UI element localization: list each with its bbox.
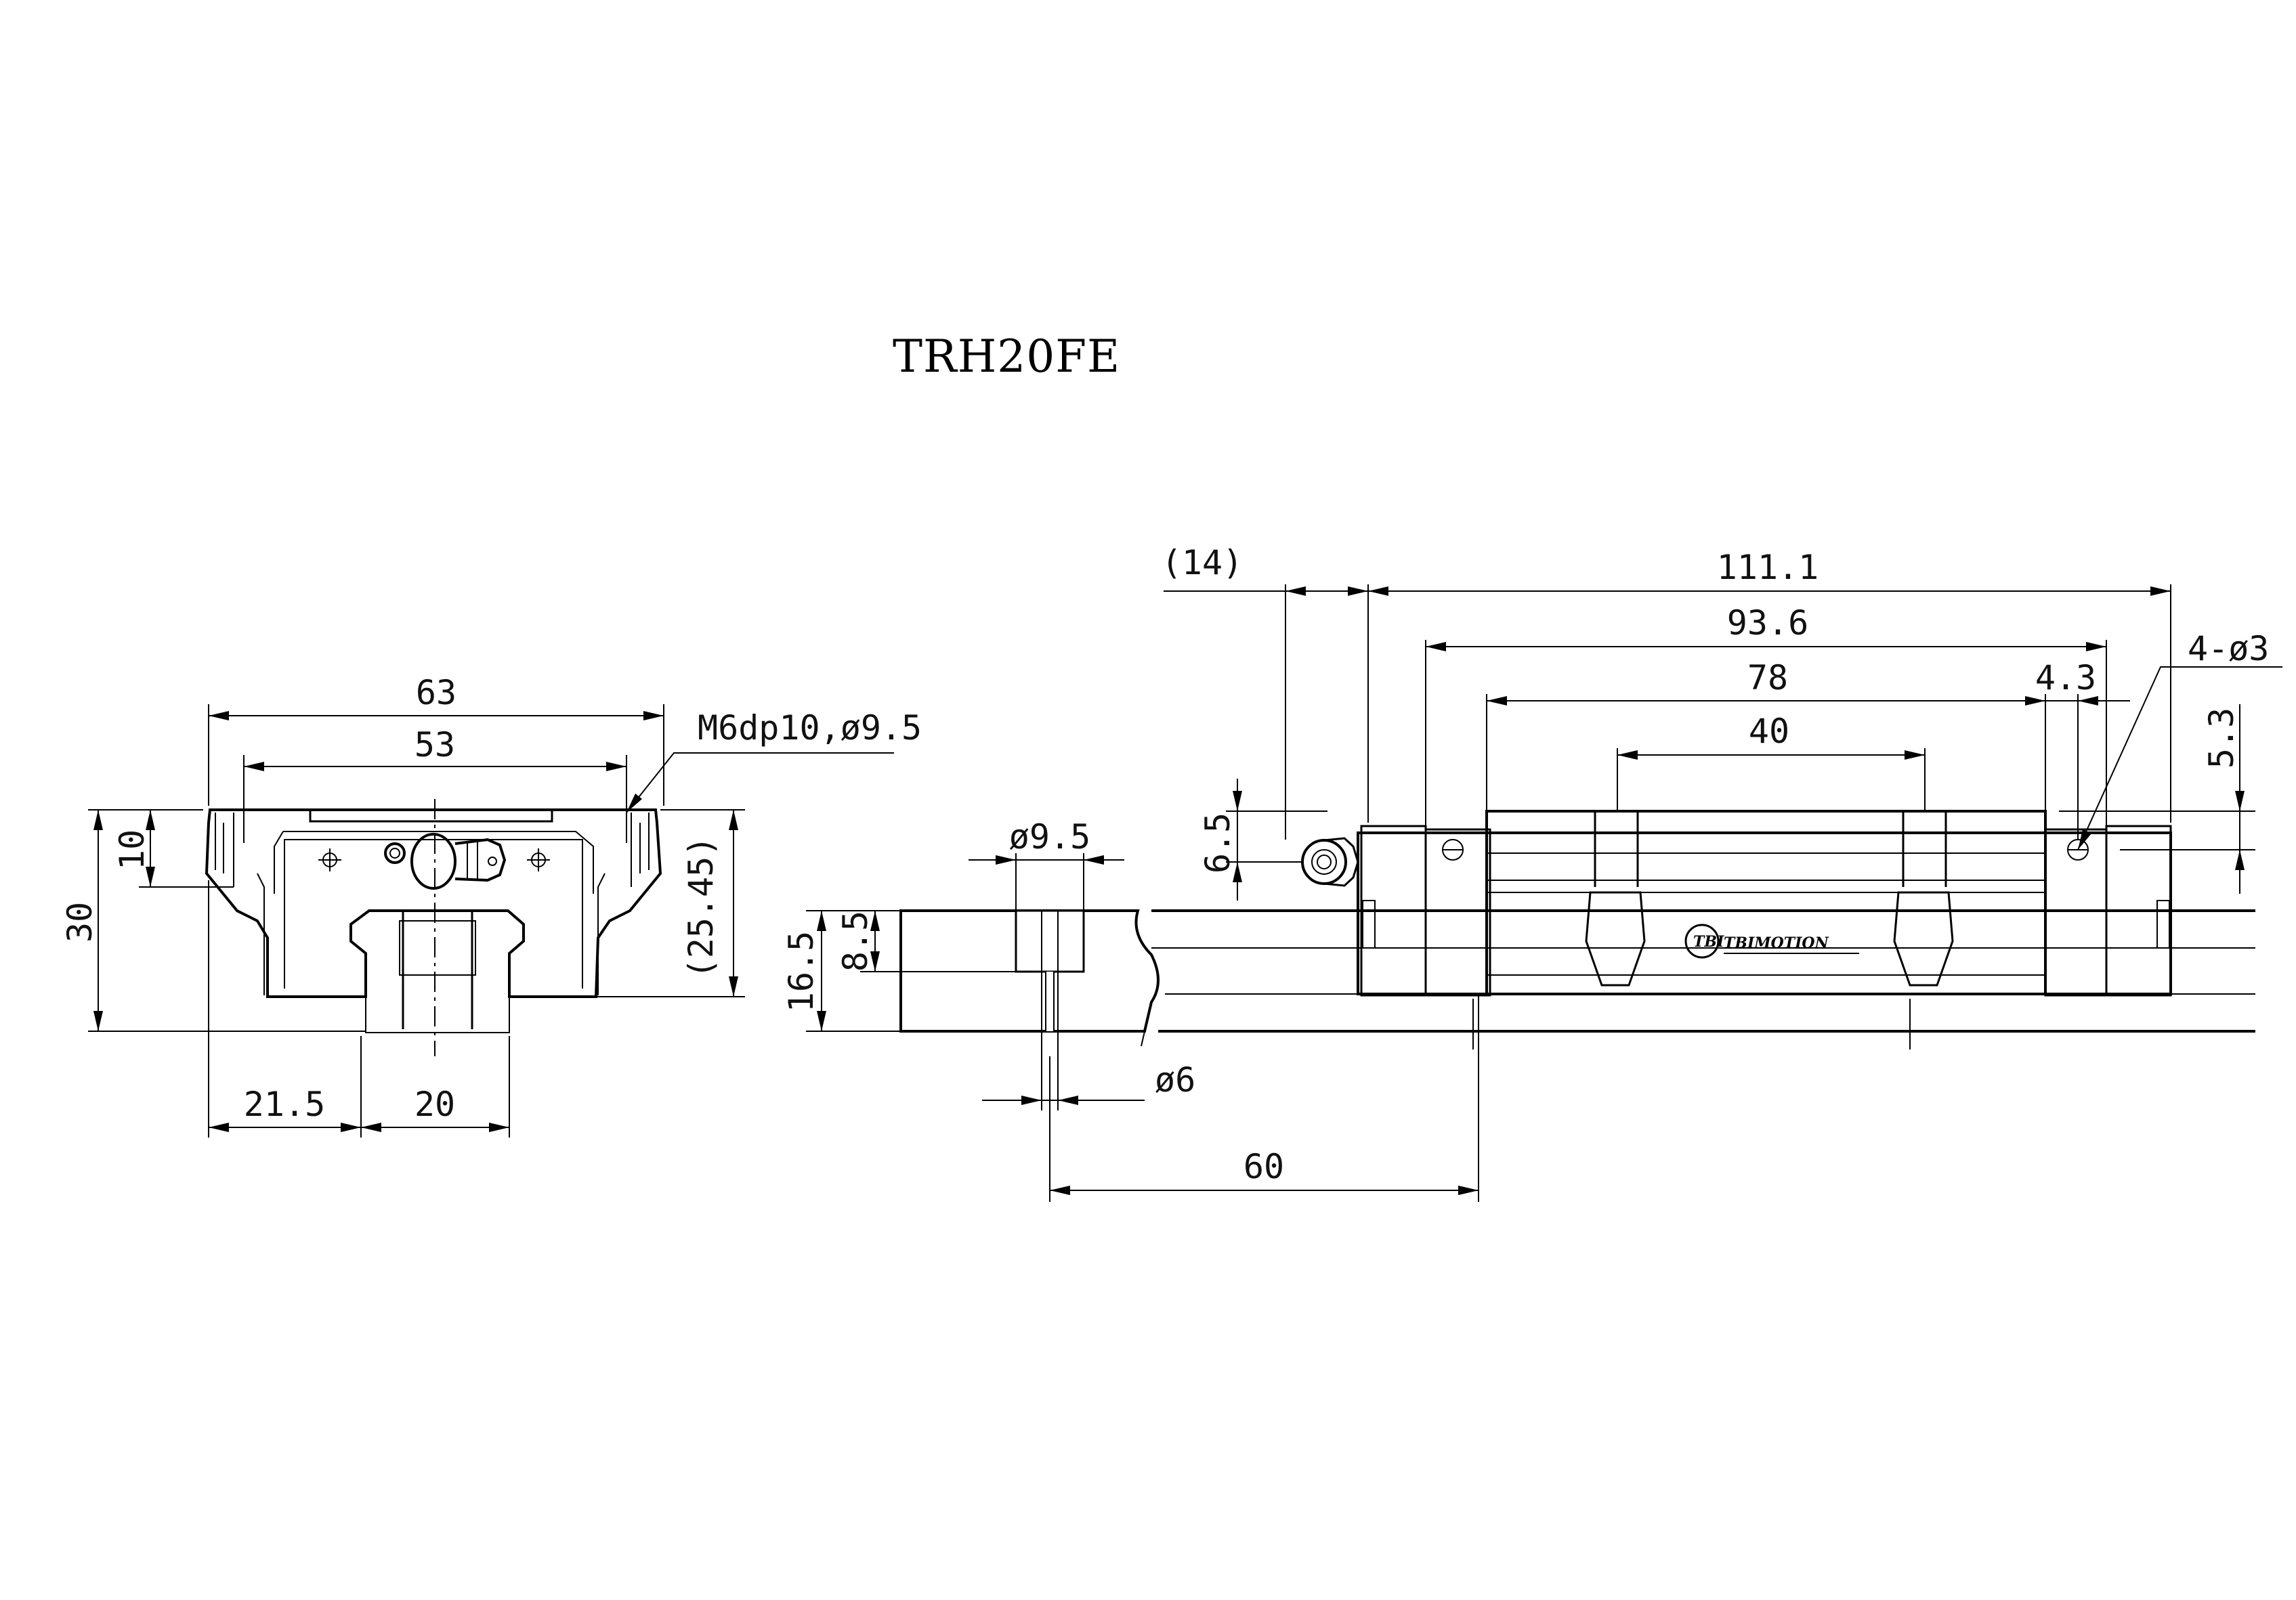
dim-width-mount: 53 bbox=[243, 725, 627, 843]
dim-length-steel: 78 bbox=[1486, 658, 2046, 811]
dim-25-45-label: (25.45) bbox=[681, 836, 721, 979]
dim-rail-width: 20 bbox=[361, 1036, 510, 1138]
svg-text:TBIMOTION: TBIMOTION bbox=[1724, 934, 1829, 952]
dim-rail-top: 8.5 bbox=[836, 910, 1016, 972]
dim-14-label: (14) bbox=[1162, 543, 1243, 582]
dim-9-5-label: ø9.5 bbox=[1009, 817, 1090, 857]
dim-20-label: 20 bbox=[414, 1085, 455, 1124]
dim-m6-label: M6dp10,ø9.5 bbox=[698, 708, 922, 748]
tbimotion-logo: TBI TBIMOTION bbox=[1684, 924, 1859, 959]
dim-8-5-label: 8.5 bbox=[836, 911, 875, 972]
dim-length-body: 93.6 bbox=[1425, 603, 2107, 826]
dim-78-label: 78 bbox=[1747, 658, 1788, 697]
svg-text:TBI: TBI bbox=[1693, 933, 1724, 951]
dim-21-5-label: 21.5 bbox=[244, 1085, 325, 1124]
drawing-title: TRH20FE bbox=[893, 330, 1121, 383]
dim-counterbore: ø9.5 bbox=[969, 817, 1124, 911]
end-view-block-outline bbox=[205, 808, 662, 998]
dim-height-flange: 10 bbox=[112, 810, 234, 888]
dim-reference-holes: 4-ø3 bbox=[2077, 629, 2282, 850]
dim-10-label: 10 bbox=[112, 829, 152, 870]
dim-6-5-label: 6.5 bbox=[1198, 813, 1237, 873]
dim-5-3-label: 5.3 bbox=[2202, 708, 2241, 769]
dim-6-label: ø6 bbox=[1155, 1060, 1195, 1100]
dim-edge-offset: 4.3 bbox=[2035, 658, 2130, 840]
dim-4-3-label: 4.3 bbox=[2035, 658, 2096, 697]
end-view: 63 53 M6dp10,ø9.5 30 10 bbox=[60, 673, 922, 1138]
dim-30-label: 30 bbox=[60, 902, 100, 943]
dim-height-total: 30 bbox=[60, 809, 366, 1032]
dim-53-label: 53 bbox=[414, 725, 455, 764]
dim-4-3-holes-label: 4-ø3 bbox=[2188, 629, 2269, 668]
grease-nipple bbox=[410, 833, 456, 890]
dim-93-6-label: 93.6 bbox=[1727, 603, 1808, 643]
dim-rail-pitch: 60 bbox=[1049, 995, 1479, 1202]
dim-offset-left: 21.5 bbox=[208, 880, 362, 1138]
dim-16-5-label: 16.5 bbox=[782, 931, 821, 1012]
dim-bolt-hole: ø6 bbox=[982, 1056, 1195, 1110]
dim-width-outer: 63 bbox=[208, 673, 664, 806]
dim-63-label: 63 bbox=[416, 673, 456, 712]
dim-nipple-height: 6.5 bbox=[1198, 779, 1327, 901]
dim-mount-thread: M6dp10,ø9.5 bbox=[626, 708, 922, 813]
dim-grease-nipple: (14) bbox=[1162, 543, 1369, 840]
dim-rail-height: 16.5 bbox=[782, 910, 901, 1032]
dim-hole-pitch: 40 bbox=[1617, 712, 1926, 811]
dim-40-label: 40 bbox=[1749, 712, 1789, 751]
dim-60-label: 60 bbox=[1243, 1147, 1284, 1186]
dim-length-total: 111.1 bbox=[1368, 548, 2171, 823]
side-view: TBI TBIMOTION (14) 111.1 93.6 bbox=[782, 543, 2282, 1202]
block-body bbox=[1357, 831, 2172, 995]
dim-111-1-label: 111.1 bbox=[1717, 548, 1819, 587]
dim-hole-height: 5.3 bbox=[2059, 704, 2255, 894]
dim-height-ref: (25.45) bbox=[596, 809, 745, 997]
